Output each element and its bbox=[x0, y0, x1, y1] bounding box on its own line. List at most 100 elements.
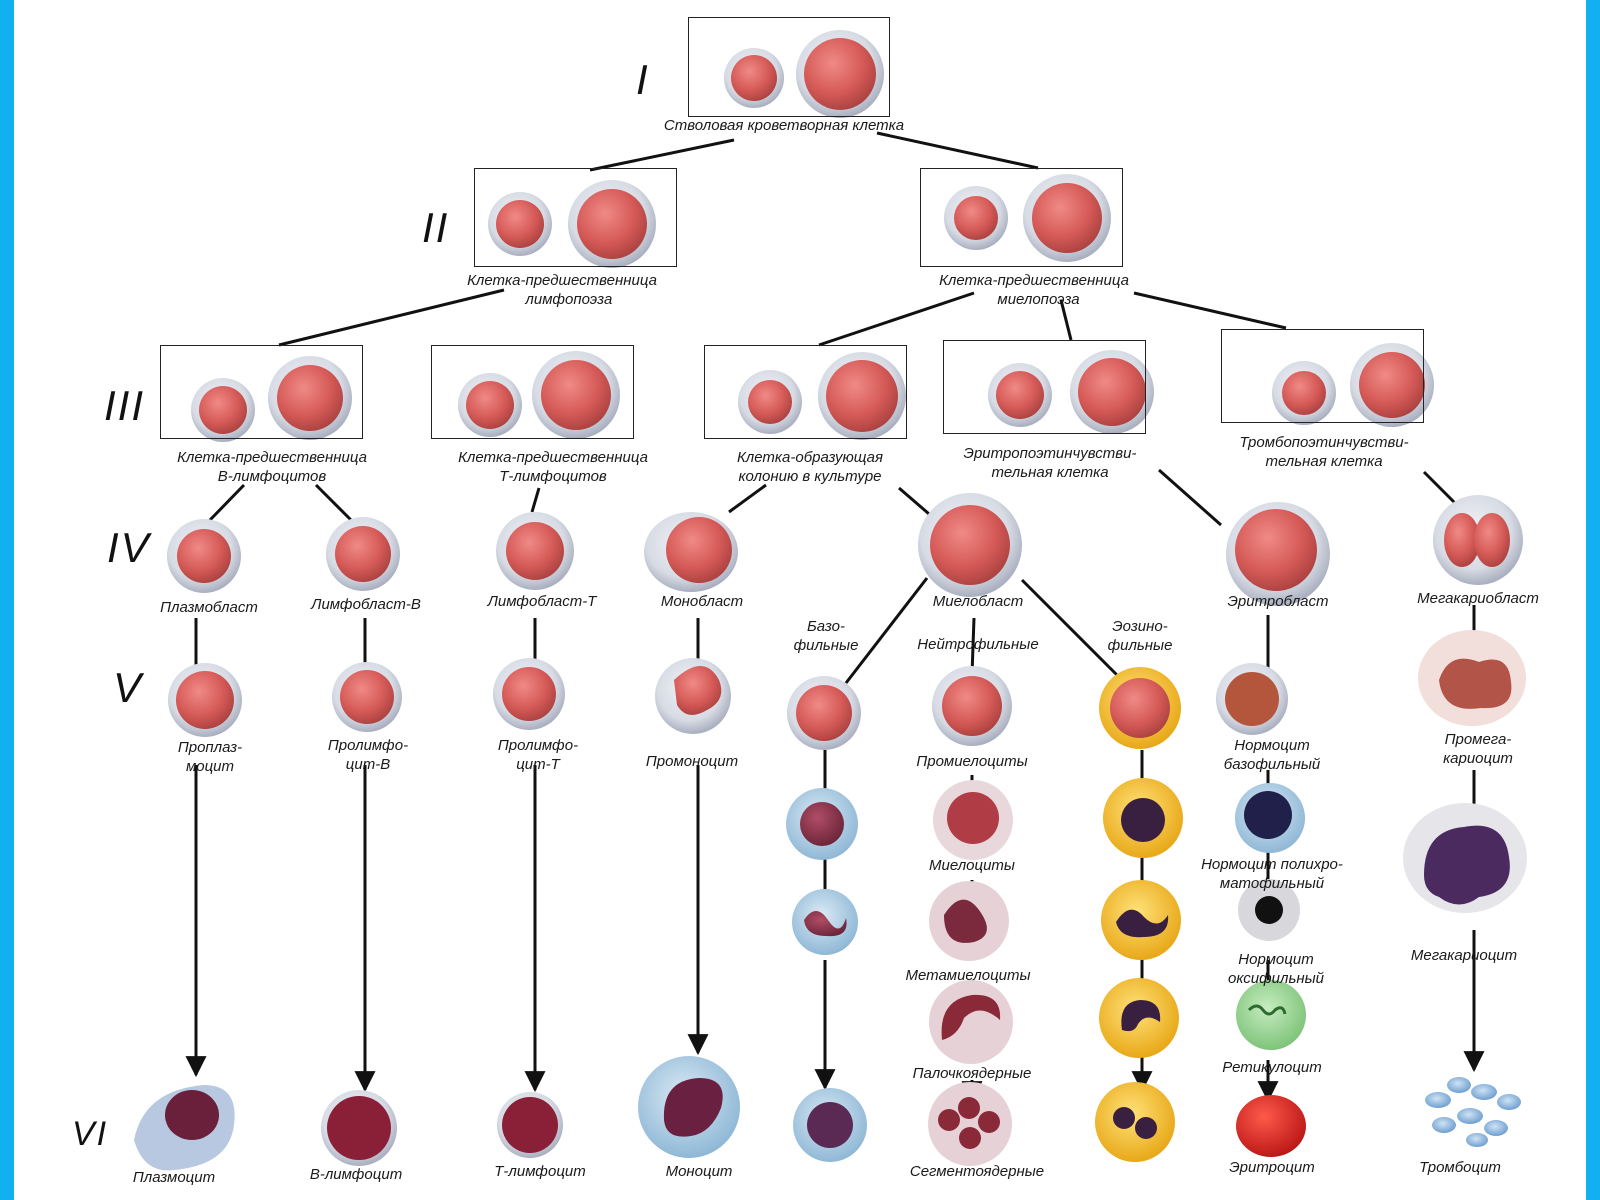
neutrophil-myelocyte-cell bbox=[933, 780, 1013, 860]
label-reticulocyte: Ретикулоцит bbox=[1222, 1059, 1322, 1076]
megakaryoblast-cell bbox=[1433, 495, 1523, 585]
normocyte-basophilic-cell bbox=[1216, 663, 1288, 735]
label-metamyelocytes: Метамиелоциты bbox=[905, 967, 1031, 984]
label-megakaryocyte: Мегакариоцит bbox=[1410, 947, 1518, 964]
b-lymphocyte-cell bbox=[321, 1090, 397, 1166]
label-myelo-prec: Клетка-предшественница миелопоэза bbox=[939, 272, 1129, 308]
cfu-box bbox=[704, 345, 907, 439]
myelo-prec-box bbox=[920, 168, 1123, 267]
level-i: I bbox=[636, 56, 650, 103]
label-lymphoblast-t: Лимфобласт-Т bbox=[487, 593, 597, 610]
label-thr-sens: Тромбопоэтинчувстви- тельная клетка bbox=[1239, 434, 1409, 470]
label-megakaryoblast: Мегакариобласт bbox=[1417, 590, 1539, 607]
stem-cell-large bbox=[796, 30, 884, 118]
label-myeloblast: Миелобласт bbox=[932, 593, 1024, 610]
lymph-prec-large bbox=[568, 180, 656, 268]
proplasmocyte-cell bbox=[168, 663, 242, 737]
thr-sens-small bbox=[1272, 361, 1336, 425]
arrows bbox=[185, 765, 1485, 1103]
ery-sens-box bbox=[943, 340, 1146, 434]
label-myelocytes: Миелоциты bbox=[929, 857, 1015, 874]
diagram-svg bbox=[134, 30, 1527, 1171]
stem-cell-small bbox=[724, 48, 784, 108]
stem-cell-box bbox=[688, 17, 890, 117]
label-promonocyte: Промоноцит bbox=[645, 753, 739, 770]
lymph-prec-box bbox=[474, 168, 677, 267]
basophilic-promyelocyte-cell bbox=[787, 676, 861, 750]
neutrophil-segmented-cell bbox=[928, 1082, 1012, 1166]
label-promyelocytes: Промиелоциты bbox=[916, 753, 1028, 770]
label-erythroblast: Эритробласт bbox=[1227, 593, 1329, 610]
label-plasmocyte: Плазмоцит bbox=[132, 1169, 216, 1186]
lymphoblast-b-cell bbox=[326, 517, 400, 591]
connector-lines bbox=[194, 131, 1476, 998]
myeloblast-cell bbox=[918, 493, 1022, 597]
plasmocyte-cell bbox=[134, 1085, 235, 1171]
label-monoblast: Монобласт bbox=[660, 593, 744, 610]
b-prec-box bbox=[160, 345, 363, 439]
prolymphocyte-b-cell bbox=[332, 662, 402, 732]
label-band: Палочкоядерные bbox=[912, 1065, 1032, 1082]
label-lymph-prec: Клетка-предшественница лимфопоэза bbox=[467, 272, 657, 308]
eosinophil-metamyelocyte-cell bbox=[1101, 880, 1181, 960]
t-prec-small bbox=[458, 373, 522, 437]
eosinophil-band-cell bbox=[1099, 978, 1179, 1058]
cfu-large bbox=[818, 352, 906, 440]
label-lymphoblast-b: Лимфобласт-В bbox=[311, 596, 421, 613]
level-vi: VI bbox=[72, 1115, 109, 1153]
b-prec-large bbox=[268, 356, 352, 440]
label-cfu: Клетка-образующая колонию в культуре bbox=[736, 449, 884, 485]
label-neutrophilic: Нейтрофильные bbox=[917, 636, 1039, 653]
promegakaryocyte-cell bbox=[1418, 630, 1526, 726]
eosinophil-segmented-cell bbox=[1095, 1082, 1175, 1162]
t-prec-box bbox=[431, 345, 634, 439]
neutrophilic-promyelocyte-cell bbox=[932, 666, 1012, 746]
label-promegakaryocyte: Промега- кариоцит bbox=[1443, 731, 1513, 767]
lymphoblast-t-cell bbox=[496, 512, 574, 590]
neutrophil-band-cell bbox=[929, 980, 1013, 1064]
label-ery-sens: Эритропоэтинчувстви- тельная клетка bbox=[963, 445, 1137, 481]
thr-sens-large bbox=[1350, 343, 1434, 427]
hematopoiesis-diagram: I II III IV V VI Стволовая кроветворная … bbox=[14, 0, 1586, 1200]
label-prolymphocyte-b: Пролимфо- цит-В bbox=[327, 737, 409, 773]
monoblast-cell bbox=[644, 512, 738, 592]
erythrocyte-cell bbox=[1236, 1095, 1306, 1157]
cells bbox=[134, 30, 1527, 1171]
reticulocyte-cell bbox=[1236, 980, 1306, 1050]
basophil-myelocyte-cell bbox=[786, 788, 858, 860]
lymph-prec-small bbox=[488, 192, 552, 256]
thr-sens-box bbox=[1221, 329, 1424, 423]
myelo-prec-small bbox=[944, 186, 1008, 250]
level-iv: IV bbox=[107, 524, 151, 571]
label-b-prec: Клетка-предшественница В-лимфоцитов bbox=[177, 449, 367, 485]
myelo-prec-large bbox=[1023, 174, 1111, 262]
megakaryocyte-cell bbox=[1403, 803, 1527, 913]
label-t-lymphocyte: Т-лимфоцит bbox=[494, 1163, 586, 1180]
label-eosinophilic: Эозино- фильные bbox=[1107, 618, 1173, 654]
plasmoblast-cell bbox=[167, 519, 241, 593]
promonocyte-cell bbox=[655, 658, 731, 734]
eosinophilic-promyelocyte-cell bbox=[1099, 667, 1181, 749]
label-normocyte-oxy: Нормоцит оксифильный bbox=[1228, 951, 1324, 987]
neutrophil-metamyelocyte-cell bbox=[929, 881, 1009, 961]
cfu-small bbox=[738, 370, 802, 434]
t-lymphocyte-cell bbox=[497, 1092, 563, 1158]
label-normocyte-baso: Нормоцит базофильный bbox=[1223, 737, 1321, 773]
level-ii: II bbox=[422, 204, 450, 251]
level-v: V bbox=[113, 664, 144, 711]
prolymphocyte-t-cell bbox=[493, 658, 565, 730]
b-prec-small bbox=[191, 378, 255, 442]
label-thrombocyte: Тромбоцит bbox=[1419, 1159, 1501, 1176]
label-prolymphocyte-t: Пролимфо- цит-Т bbox=[497, 737, 579, 773]
ery-sens-large bbox=[1070, 350, 1154, 434]
eosinophil-myelocyte-cell bbox=[1103, 778, 1183, 858]
thrombocyte-group bbox=[1425, 1077, 1521, 1147]
erythroblast-cell bbox=[1226, 502, 1330, 606]
label-basophilic: Базо- фильные bbox=[793, 618, 859, 654]
basophil-mature-cell bbox=[793, 1088, 867, 1162]
label-erythrocyte: Эритроцит bbox=[1229, 1159, 1315, 1176]
label-normocyte-poly: Нормоцит полихро- матофильный bbox=[1201, 856, 1343, 892]
label-segmented: Сегментоядерные bbox=[909, 1163, 1045, 1180]
label-monocyte: Моноцит bbox=[665, 1163, 733, 1180]
label-b-lymphocyte: В-лимфоцит bbox=[309, 1166, 403, 1183]
